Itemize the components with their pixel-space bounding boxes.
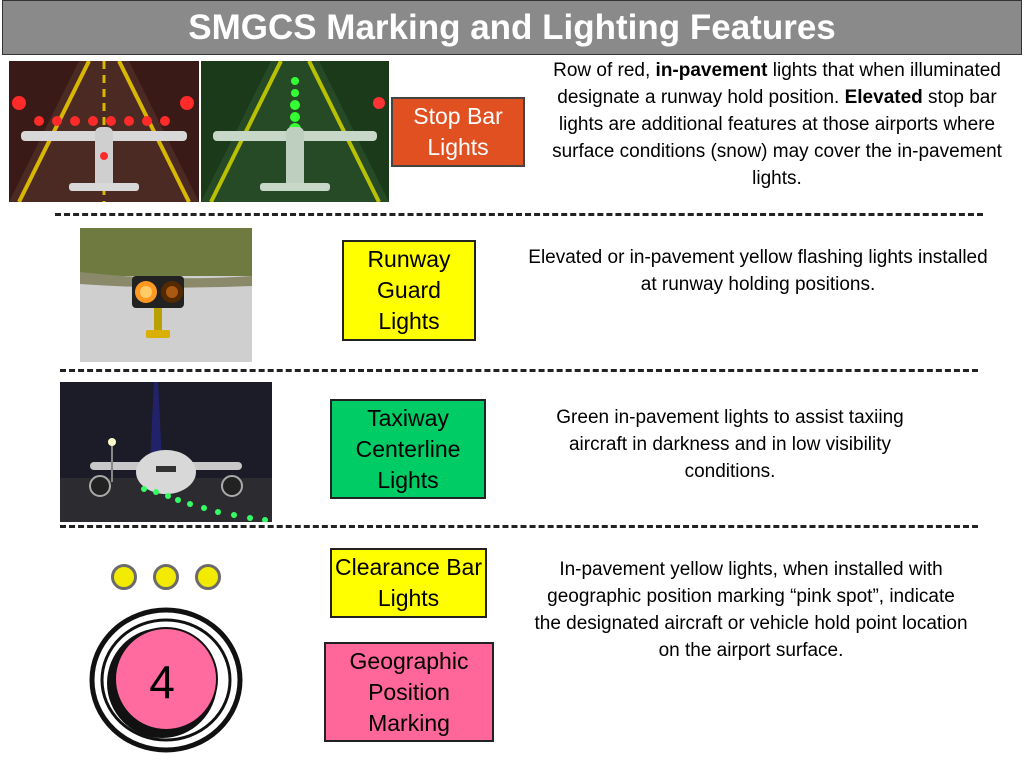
- clearance-bar-light-dot-2: [153, 564, 179, 590]
- geographic-position-marking-graphic: [88, 606, 244, 754]
- stop-bar-description: Row of red, in-pavement lights that when…: [535, 57, 1019, 192]
- divider-2: [60, 369, 978, 372]
- runway-guard-description: Elevated or in-pavement yellow flashing …: [528, 247, 988, 295]
- clearance-bar-description: In-pavement yellow lights, when installe…: [534, 559, 968, 661]
- stop-bar-desc-bold2: Elevated: [844, 87, 923, 108]
- stop-bar-green-photo: [201, 61, 389, 202]
- geographic-position-number: 4: [149, 656, 175, 708]
- divider-1: [55, 213, 983, 216]
- runway-guard-label: Runway Guard Lights: [342, 240, 476, 341]
- taxiway-centerline-label: Taxiway Centerline Lights: [330, 399, 486, 499]
- stop-bar-label: Stop Bar Lights: [391, 97, 525, 167]
- taxiway-centerline-photo: [60, 382, 272, 522]
- geographic-position-label: Geographic Position Marking: [324, 642, 494, 742]
- clearance-bar-light-dot-1: [111, 564, 137, 590]
- page-title: SMGCS Marking and Lighting Features: [188, 7, 836, 47]
- stop-bar-red-photo: [9, 61, 199, 202]
- stop-bar-desc-part3: stop bar lights are additional features …: [552, 87, 1002, 189]
- stop-bar-desc-bold1: in-pavement: [655, 60, 768, 81]
- stop-bar-desc-part2: lights that when illuminated designate a…: [557, 60, 1001, 108]
- divider-3: [60, 525, 978, 528]
- runway-guard-photo: [80, 228, 252, 362]
- title-bar: SMGCS Marking and Lighting Features: [2, 0, 1022, 55]
- stop-bar-desc-part1: Row of red,: [553, 60, 656, 81]
- taxiway-centerline-description: Green in-pavement lights to assist taxii…: [556, 407, 904, 482]
- clearance-bar-light-dot-3: [195, 564, 221, 590]
- clearance-bar-label: Clearance Bar Lights: [330, 548, 487, 618]
